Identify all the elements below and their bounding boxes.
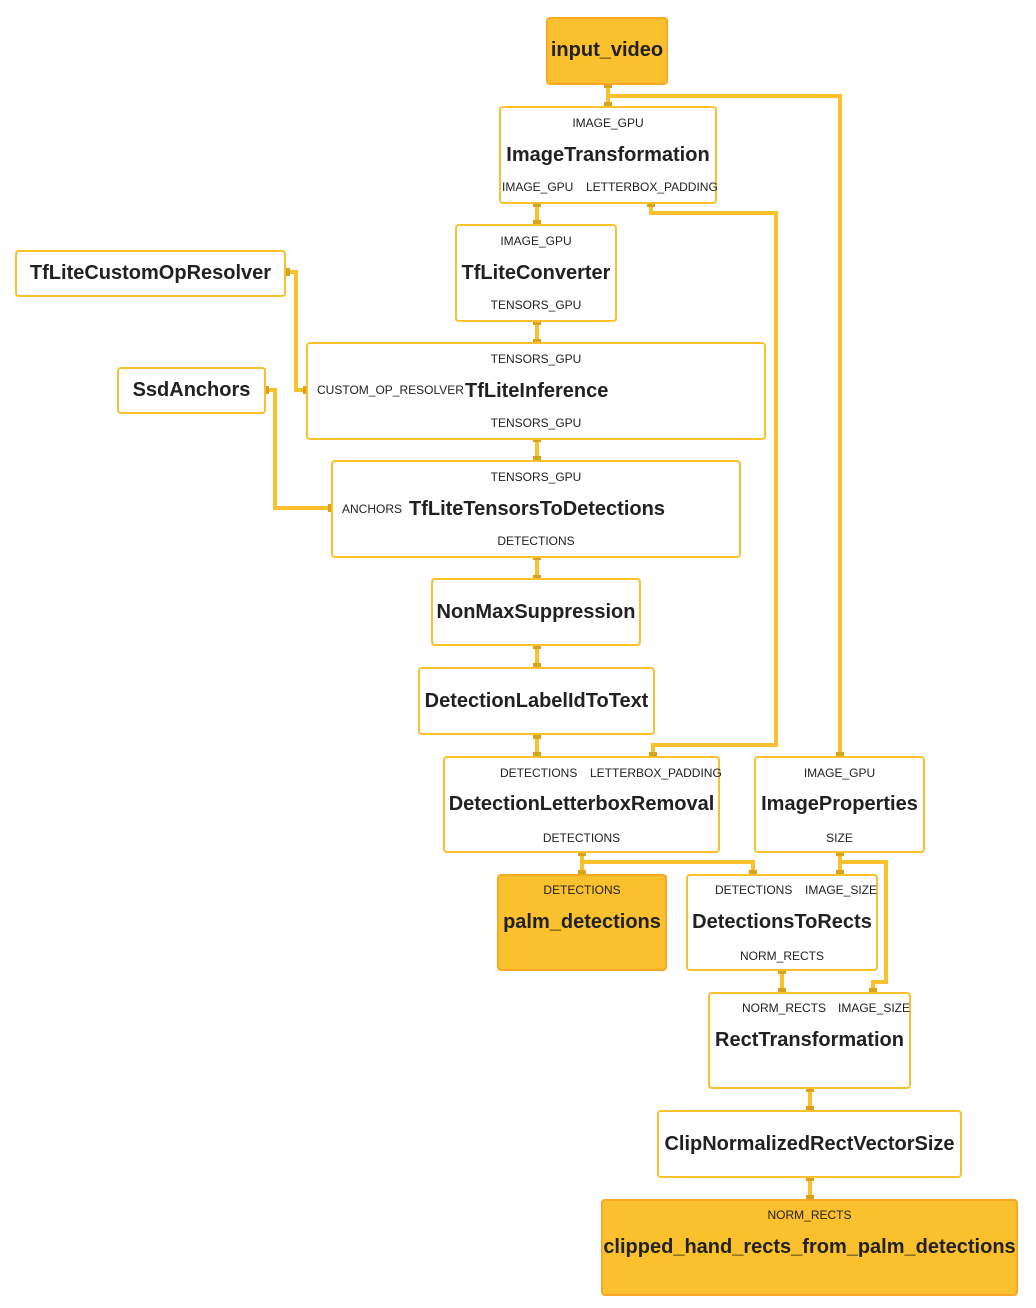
node-title: clipped_hand_rects_from_palm_detections [603,1236,1016,1258]
port-label-size-out: SIZE [826,831,853,845]
node-title: RectTransformation [715,1029,904,1051]
port-label-image-size-in: IMAGE_SIZE [838,1001,911,1015]
node-title: ImageProperties [761,793,918,815]
node-detection-label-id-to-text[interactable]: DetectionLabelIdToText [418,667,655,735]
edge-imageproperties-to-recttransformation [840,860,888,992]
node-palm-detections[interactable]: DETECTIONS palm_detections [497,874,667,971]
port-label-norm-rects-in: NORM_RECTS [767,1208,852,1222]
node-title: DetectionLetterboxRemoval [448,793,715,815]
node-title: palm_detections [503,911,661,933]
node-title: TfLiteInference [465,380,609,402]
node-clip-normalized-rect-vector-size[interactable]: ClipNormalizedRectVectorSize [657,1110,962,1178]
node-clipped-hand-rects[interactable]: NORM_RECTS clipped_hand_rects_from_palm_… [601,1199,1018,1296]
port-label-image-gpu-out: IMAGE_GPU [502,180,574,194]
port-label-tensors-gpu-in: TENSORS_GPU [490,352,582,366]
port-label-norm-rects-in: NORM_RECTS [742,1001,827,1015]
node-title: NonMaxSuppression [436,601,636,623]
port-marker [282,268,290,276]
node-input-video[interactable]: input_video [546,17,668,85]
node-title: ImageTransformation [506,144,710,166]
node-tflite-inference[interactable]: TENSORS_GPU CUSTOM_OP_RESOLVER TfLiteInf… [306,342,766,440]
port-label-tensors-gpu-out: TENSORS_GPU [490,298,582,312]
port-label-detections-in: DETECTIONS [543,883,621,897]
edge-letterbox-padding [649,203,778,756]
edge-letterboxremoval-to-detectionstorects [582,860,755,874]
port-label-image-gpu-in: IMAGE_GPU [803,766,876,780]
node-detections-to-rects[interactable]: DETECTIONS IMAGE_SIZE DetectionsToRects … [686,874,878,971]
port-label-detections-in: DETECTIONS [715,883,793,897]
node-ssd-anchors[interactable]: SsdAnchors [117,367,266,414]
node-image-transformation[interactable]: IMAGE_GPU ImageTransformation IMAGE_GPU … [499,106,718,204]
port-label-letterbox-padding-out: LETTERBOX_PADDING [586,180,718,194]
node-title: ClipNormalizedRectVectorSize [664,1133,955,1155]
port-label-detections-in: DETECTIONS [500,766,578,780]
edge-opresolver-to-inference [286,270,307,392]
node-rect-transformation[interactable]: NORM_RECTS IMAGE_SIZE RectTransformation [708,992,911,1089]
node-non-max-suppression[interactable]: NonMaxSuppression [431,578,641,646]
edge-anchors-to-tensorstodetections [265,388,332,510]
node-tflite-tensors-to-detections[interactable]: TENSORS_GPU ANCHORS TfLiteTensorsToDetec… [331,460,741,558]
node-title: TfLiteTensorsToDetections [409,498,665,520]
node-title: DetectionsToRects [692,911,872,933]
port-label-image-gpu-in: IMAGE_GPU [572,116,644,130]
port-label-detections-out: DETECTIONS [542,831,621,845]
port-label-anchors: ANCHORS [342,502,403,516]
port-label-norm-rects-out: NORM_RECTS [739,949,824,963]
node-detection-letterbox-removal[interactable]: DETECTIONS LETTERBOX_PADDING DetectionLe… [443,756,722,853]
edge-input-to-imageproperties [608,94,842,756]
port-label-image-gpu-in: IMAGE_GPU [500,234,572,248]
node-image-properties[interactable]: IMAGE_GPU ImageProperties SIZE [754,756,925,853]
node-title: TfLiteConverter [461,262,611,284]
port-label-custom-op-resolver: CUSTOM_OP_RESOLVER [317,383,464,397]
port-marker [533,731,541,739]
node-title: input_video [550,39,664,61]
port-label-letterbox-padding-in: LETTERBOX_PADDING [590,766,722,780]
node-tflite-custom-op-resolver[interactable]: TfLiteCustomOpResolver [15,250,286,297]
node-tflite-converter[interactable]: IMAGE_GPU TfLiteConverter TENSORS_GPU [455,224,617,322]
node-title: SsdAnchors [132,379,251,401]
port-label-detections-out: DETECTIONS [497,534,575,548]
node-title: TfLiteCustomOpResolver [29,262,272,284]
port-label-tensors-gpu-out: TENSORS_GPU [490,416,582,430]
port-label-tensors-gpu-in: TENSORS_GPU [490,470,582,484]
port-label-image-size-in: IMAGE_SIZE [805,883,878,897]
node-title: DetectionLabelIdToText [424,690,649,712]
